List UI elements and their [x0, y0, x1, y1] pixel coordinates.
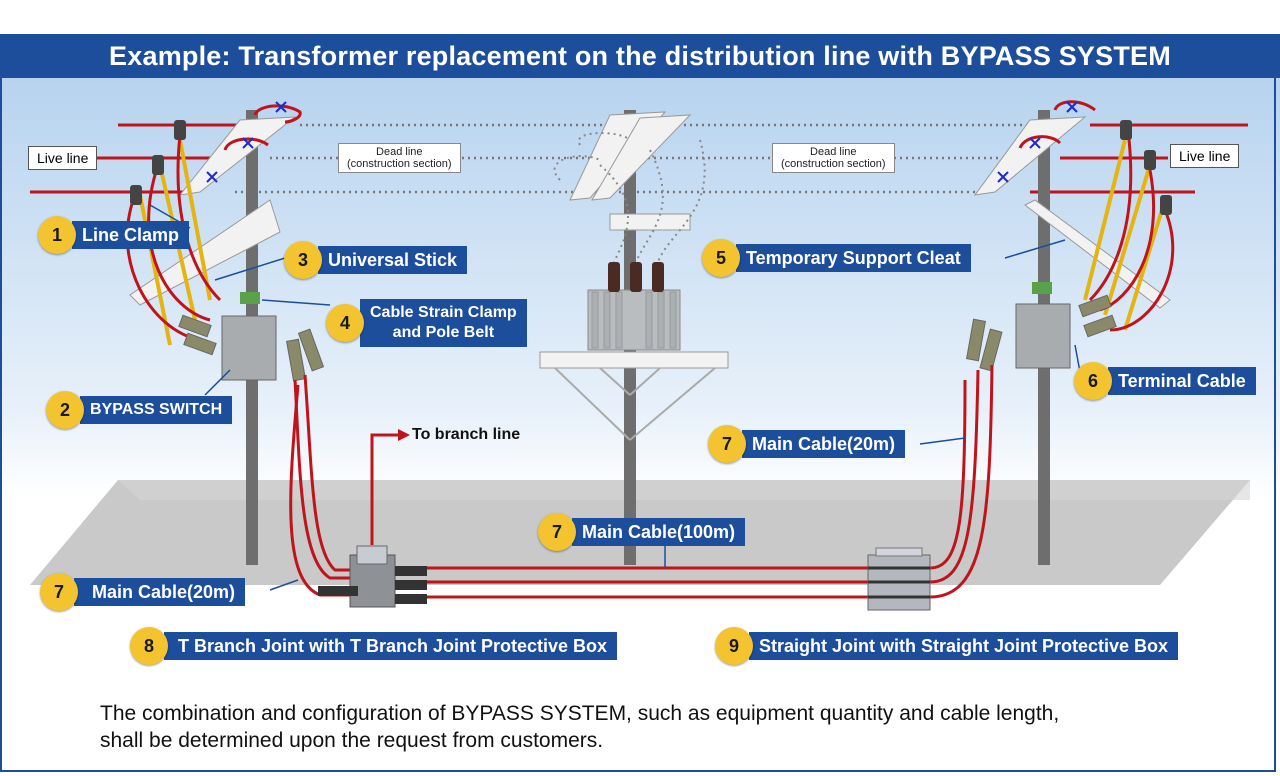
- footer-note: The combination and configuration of BYP…: [100, 700, 1059, 754]
- callout-label-line2: and Pole Belt: [392, 324, 495, 341]
- callout-label: Main Cable(20m): [742, 430, 906, 458]
- callout-bypass-switch: 2 BYPASS SWITCH: [46, 391, 233, 429]
- callout-number: 9: [715, 627, 753, 665]
- callout-label-line1: Cable Strain Clamp: [370, 304, 517, 321]
- dead-line-subtitle: (construction section): [781, 158, 886, 170]
- dead-line-subtitle: (construction section): [347, 158, 452, 170]
- callout-number: 6: [1074, 362, 1112, 400]
- callout-number: 7: [708, 425, 746, 463]
- callout-label: Cable Strain Clamp and Pole Belt: [360, 299, 527, 347]
- callout-line-clamp: 1 Line Clamp: [38, 216, 190, 254]
- callout-label: Main Cable(20m): [74, 578, 246, 606]
- callout-label: BYPASS SWITCH: [80, 396, 233, 424]
- callout-label: Line Clamp: [72, 221, 190, 249]
- live-line-label-right: Live line: [1170, 144, 1240, 168]
- callout-number: 3: [284, 241, 322, 279]
- callout-main-cable-100m: 7 Main Cable(100m): [538, 513, 746, 551]
- callout-main-cable-20m-right: 7 Main Cable(20m): [708, 425, 906, 463]
- x-mark-icon: [206, 101, 1078, 183]
- callout-cable-strain-clamp: 4 Cable Strain Clamp and Pole Belt: [326, 299, 527, 347]
- dead-line-label-left: Dead line (construction section): [338, 143, 461, 173]
- callout-universal-stick: 3 Universal Stick: [284, 241, 468, 279]
- callout-label: Terminal Cable: [1108, 367, 1256, 395]
- callout-number: 7: [538, 513, 576, 551]
- t-branch-joint: [318, 545, 427, 608]
- transformer: [587, 262, 681, 351]
- bypass-switch-left: [221, 292, 277, 381]
- dead-line-label-right: Dead line (construction section): [772, 143, 895, 173]
- callout-main-cable-20m-left: 7 Main Cable(20m): [40, 573, 246, 611]
- callout-label: Main Cable(100m): [572, 518, 746, 546]
- callout-terminal-cable: 6 Terminal Cable: [1074, 362, 1256, 400]
- callout-temporary-support-cleat: 5 Temporary Support Cleat: [702, 239, 971, 277]
- callout-number: 2: [46, 391, 84, 429]
- callout-number: 7: [40, 573, 78, 611]
- arrow-right-icon: [398, 429, 410, 441]
- callout-label: Straight Joint with Straight Joint Prote…: [749, 632, 1179, 660]
- callout-t-branch-joint: 8 T Branch Joint with T Branch Joint Pro…: [130, 627, 618, 665]
- callout-label: Temporary Support Cleat: [736, 244, 971, 272]
- callout-label: Universal Stick: [318, 246, 468, 274]
- dead-line-title: Dead line: [376, 146, 423, 158]
- callout-number: 1: [38, 216, 76, 254]
- footer-line-2: shall be determined upon the request fro…: [100, 729, 604, 752]
- live-line-label-left: Live line: [28, 146, 98, 170]
- callout-label: T Branch Joint with T Branch Joint Prote…: [164, 632, 618, 660]
- callout-number: 5: [702, 239, 740, 277]
- callout-number: 4: [326, 304, 364, 342]
- dead-line-title: Dead line: [810, 146, 857, 158]
- callout-number: 8: [130, 627, 168, 665]
- to-branch-line-label: To branch line: [412, 426, 521, 443]
- page-title: Example: Transformer replacement on the …: [0, 34, 1280, 78]
- straight-joint: [867, 547, 931, 611]
- callout-straight-joint: 9 Straight Joint with Straight Joint Pro…: [715, 627, 1179, 665]
- main-cables: [289, 364, 994, 599]
- bypass-switch-right: [1015, 282, 1071, 369]
- footer-line-1: The combination and configuration of BYP…: [100, 702, 1060, 725]
